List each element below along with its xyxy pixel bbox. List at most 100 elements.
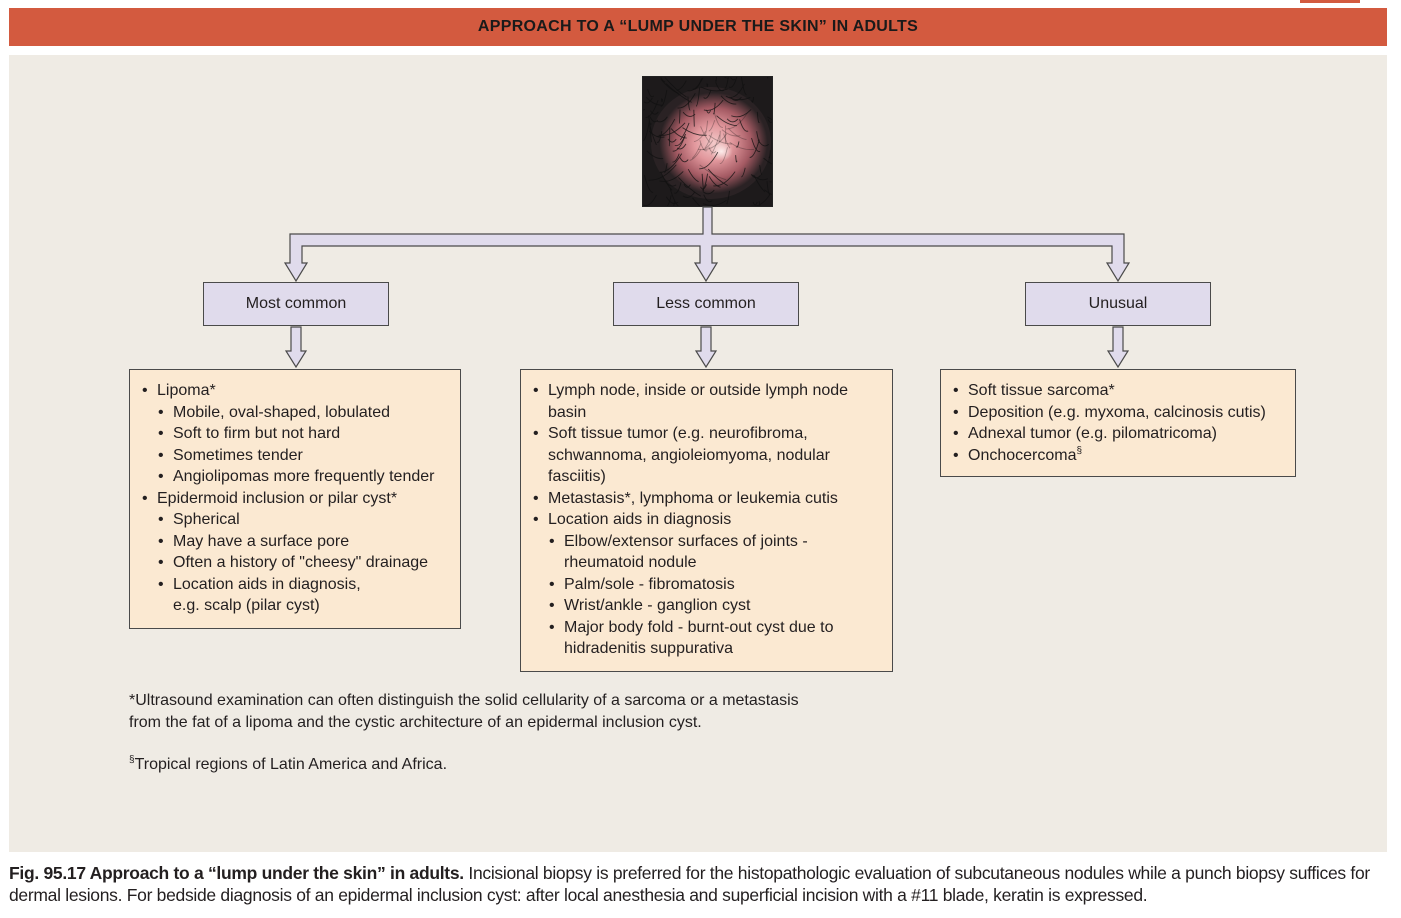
sub-list-item: Soft to firm but not hard <box>158 423 450 445</box>
hair-strand <box>660 78 679 94</box>
hair-strand <box>751 97 754 103</box>
list-item-text: Location aids in diagnosis <box>548 511 732 528</box>
hair-strand <box>764 189 772 196</box>
list-item-text: Soft tissue tumor (e.g. neurofibroma, sc… <box>548 425 830 485</box>
list-item: Soft tissue tumor (e.g. neurofibroma, sc… <box>533 423 878 488</box>
sub-list-item: Sometimes tender <box>158 445 450 467</box>
hair-strand <box>703 194 713 203</box>
hair-strand <box>713 112 724 128</box>
hair-strand <box>649 116 659 123</box>
list-item-text: Deposition (e.g. myxoma, calcinosis cuti… <box>968 403 1266 421</box>
hair-strand <box>649 123 652 143</box>
hair-strand <box>721 129 741 137</box>
hair-strand <box>656 130 663 143</box>
hair-strand <box>691 143 702 159</box>
list-item: Lipoma* <box>142 380 450 402</box>
hair-strand <box>713 171 736 187</box>
hair-strand <box>697 140 714 151</box>
hair-strand <box>645 99 659 119</box>
list-item: Lymph node, inside or outside lymph node… <box>533 380 878 423</box>
hair-strand <box>704 132 713 149</box>
hair-strand <box>692 197 701 206</box>
category-label: Unusual <box>1088 295 1148 312</box>
hair-strand <box>724 77 729 89</box>
hair-strand <box>701 173 709 191</box>
hair-strand <box>664 180 677 187</box>
sub-list-wrapper: SphericalMay have a surface poreOften a … <box>142 509 450 617</box>
hair-strand <box>682 191 696 198</box>
hair-strand <box>759 164 763 176</box>
hair-strand <box>648 164 677 181</box>
sub-list-item: Elbow/extensor surfaces of joints - rheu… <box>549 531 878 574</box>
hair-strand <box>659 171 684 182</box>
sub-bullet-list: Mobile, oval-shaped, lobulatedSoft to fi… <box>157 402 450 488</box>
hair-strand <box>719 130 721 143</box>
hair-strand <box>643 175 654 193</box>
sub-list-item: Wrist/ankle - ganglion cyst <box>549 595 878 617</box>
hair-strand <box>708 134 733 145</box>
hair-strand <box>700 86 728 92</box>
list-item: Onchocercoma§ <box>953 445 1285 467</box>
bullet-list: Lipoma* Mobile, oval-shaped, lobulatedSof… <box>142 380 450 617</box>
hair-strand <box>702 189 715 195</box>
hair-strand <box>695 87 701 107</box>
hair-strand <box>699 140 708 152</box>
hair-strand <box>723 133 731 149</box>
hair-strand <box>677 93 696 109</box>
sub-bullet-list: SphericalMay have a surface poreOften a … <box>157 509 450 617</box>
hair-strand <box>659 153 683 173</box>
top-accent-line <box>1300 0 1360 3</box>
section-mark: § <box>1076 445 1083 457</box>
hair-strand <box>645 96 663 106</box>
section-mark: § <box>129 754 135 766</box>
hair-strand <box>673 182 682 194</box>
header-bar: APPROACH TO A “LUMP UNDER THE SKIN” IN A… <box>9 8 1387 46</box>
hair-strand <box>665 195 672 206</box>
hair-strand <box>661 98 663 103</box>
hair-strand <box>643 108 646 111</box>
scalp-lump-photo <box>642 76 773 207</box>
list-item-text: Lipoma* <box>157 382 216 399</box>
hair-strand <box>758 201 761 206</box>
list-item: Soft tissue sarcoma* <box>953 380 1285 402</box>
figure-caption: Fig. 95.17 Approach to a “lump under the… <box>9 862 1394 906</box>
hair-strand <box>678 109 681 124</box>
list-item-text: Onchocercoma <box>968 446 1077 464</box>
hair-strand <box>720 95 737 105</box>
hair-strand <box>703 99 724 111</box>
footnote-ultrasound: *Ultrasound examination can often distin… <box>129 692 799 731</box>
hair-strand <box>708 146 717 154</box>
list-item-text: Lymph node, inside or outside lymph node… <box>548 382 849 421</box>
sub-list-item: Palm/sole - fibromatosis <box>549 574 878 596</box>
hair-strand <box>763 157 772 165</box>
scalp-photo-image <box>643 77 772 206</box>
hair-strand <box>643 194 657 206</box>
hair-strand <box>710 134 721 155</box>
hair-strand <box>682 127 707 136</box>
hair-strand <box>716 115 737 127</box>
sub-bullet-list: Elbow/extensor surfaces of joints - rheu… <box>548 531 878 660</box>
hair-strand <box>752 201 758 206</box>
hair-strand <box>707 168 728 187</box>
hair-strand <box>687 96 691 111</box>
hair-strand <box>656 118 676 137</box>
hair-strand <box>664 163 668 174</box>
category-unusual: Unusual <box>1025 282 1211 326</box>
sub-list-item: Mobile, oval-shaped, lobulated <box>158 402 450 424</box>
footnote-tropical: §Tropical regions of Latin America and A… <box>129 754 447 776</box>
hair-strand <box>673 201 675 206</box>
list-item: Deposition (e.g. myxoma, calcinosis cuti… <box>953 402 1285 424</box>
hair-strand <box>656 116 668 123</box>
hair-strand <box>708 176 721 188</box>
sub-list-item: May have a surface pore <box>158 531 450 553</box>
sub-list-item: Angiolipomas more frequently tender <box>158 466 450 488</box>
footnote-tropical-text: Tropical regions of Latin America and Af… <box>134 756 448 773</box>
hair-strand <box>731 109 752 118</box>
sub-list-wrapper: Mobile, oval-shaped, lobulatedSoft to fi… <box>142 402 450 488</box>
hair-strand <box>665 196 679 204</box>
list-item-text: Adnexal tumor (e.g. pilomatricoma) <box>968 425 1217 442</box>
hair-strand <box>672 135 686 152</box>
hair-strand <box>768 150 771 159</box>
hair-strand <box>725 112 749 130</box>
hair-strand <box>704 120 709 136</box>
